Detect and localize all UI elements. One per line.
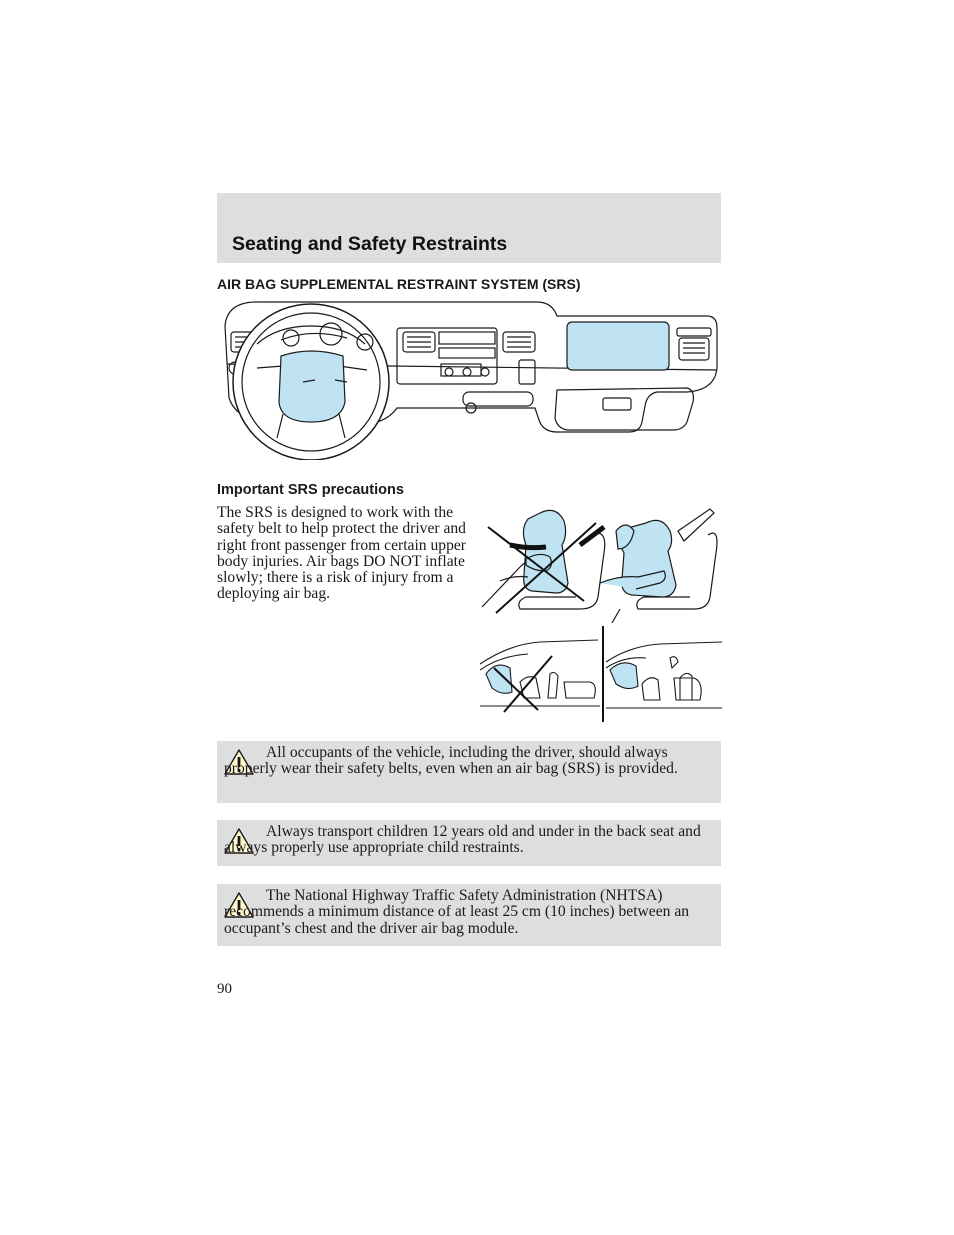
warning-triangle-icon [224, 892, 254, 918]
warning-text: Always transport children 12 years old a… [224, 823, 701, 857]
warning-box: All occupants of the vehicle, including … [217, 741, 721, 803]
warning-text: All occupants of the vehicle, including … [224, 744, 678, 778]
warning-box: The National Highway Traffic Safety Admi… [217, 884, 721, 946]
page-number: 90 [217, 981, 232, 997]
section-heading: AIR BAG SUPPLEMENTAL RESTRAINT SYSTEM (S… [217, 276, 581, 292]
precautions-heading: Important SRS precautions [217, 482, 404, 498]
occupant-position-illustration [481, 508, 718, 623]
dashboard-airbag-illustration [224, 301, 718, 460]
header-band [217, 193, 721, 263]
warning-triangle-icon [224, 828, 254, 854]
precautions-body: The SRS is designed to work with the saf… [217, 504, 466, 603]
warning-triangle-icon [224, 749, 254, 775]
warning-box: Always transport children 12 years old a… [217, 820, 721, 866]
page-title: Seating and Safety Restraints [232, 233, 508, 255]
warning-text: The National Highway Traffic Safety Admi… [224, 887, 690, 937]
child-seat-illustration [480, 626, 722, 722]
